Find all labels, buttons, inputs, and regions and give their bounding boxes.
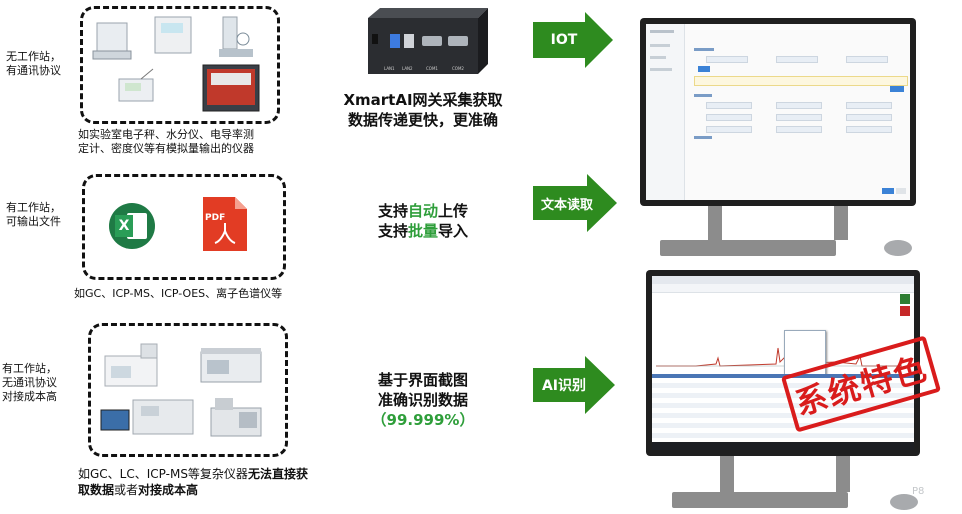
monitor-bottom-screen (652, 276, 914, 450)
row2-middle-line1: 支持自动上传 (318, 201, 528, 221)
chromatogram-plot (656, 335, 902, 367)
arrow-iot-shape (533, 12, 613, 68)
row3-category: 有工作站， 无通讯协议 对接成本高 (2, 362, 57, 404)
row1-middle-line2: 数据传递更快，更准确 (347, 111, 498, 129)
row3-caption-line2: 取数据或者对接成本高 (78, 482, 308, 498)
pdf-icon-label: PDF (205, 213, 226, 223)
row1-middle-text: XmartAI网关采集获取 数据传递更快，更准确 (318, 90, 528, 130)
monitor-top-stand-right (834, 206, 848, 240)
row2-middle-line1-highlight: 自动 (407, 202, 438, 220)
row1-middle-line1: XmartAI网关采集获取 (343, 91, 503, 109)
arrow-text-read-shape (533, 174, 617, 232)
row3-middle-percent: （99.999%） (371, 411, 475, 429)
row3-caption: 如GC、LC、ICP-MS等复杂仪器无法直接获 取数据或者对接成本高 (78, 466, 308, 498)
monitor-bottom-stand (720, 456, 734, 492)
arrow-iot-label: IOT (550, 32, 578, 48)
monitor-top-stand (708, 206, 722, 240)
monitor-bottom-base (672, 492, 848, 508)
pdf-icon: PDF (203, 197, 247, 251)
row3-category-line3: 对接成本高 (2, 390, 57, 403)
arrow-ai-recognize: AI识别 (533, 356, 615, 414)
arrow-iot: IOT (533, 12, 613, 68)
row3-category-line2: 无通讯协议 (2, 376, 57, 389)
row2-middle-text: 支持自动上传 支持批量导入 (318, 201, 528, 241)
row3-middle-text: 基于界面截图 准确识别数据 （99.999%） (318, 370, 528, 430)
monitor-bottom-stand-right (836, 456, 850, 492)
row2-middle-line2-suffix: 导入 (438, 222, 469, 240)
monitor-top-screen (646, 24, 910, 200)
row2-caption: 如GC、ICP-MS、ICP-OES、离子色谱仪等 (74, 287, 283, 300)
row1-category-line1: 无工作站， (6, 50, 61, 63)
row3-category-line1: 有工作站， (2, 362, 57, 375)
row2-file-box: X PDF (82, 174, 286, 280)
row3-middle-line2: 准确识别数据 (377, 391, 468, 409)
monitor-top (640, 18, 916, 206)
lab-instruments-illustration (92, 16, 260, 112)
mouse-top (884, 240, 912, 256)
gateway-device: LAN1 LAN2 COM1 COM2 (360, 4, 490, 76)
mouse-bottom (890, 494, 918, 510)
gateway-port-label-com2: COM2 (452, 66, 464, 71)
excel-icon: X (109, 203, 155, 249)
excel-icon-letter: X (115, 215, 133, 237)
row1-category-line2: 有通讯协议 (6, 64, 61, 77)
complex-instruments-illustration (100, 343, 262, 437)
gateway-port-label-lan2: LAN2 (402, 66, 413, 71)
page-number: P8 (912, 486, 925, 497)
row2-category-line1: 有工作站， (6, 201, 61, 214)
row3-caption-line2-normal: 或者 (114, 483, 139, 497)
row3-caption-line1-bold: 无法直接获 (247, 467, 308, 481)
row2-middle-line1-prefix: 支持 (377, 202, 408, 220)
row2-category: 有工作站， 可输出文件 (6, 201, 61, 229)
row3-caption-line1: 如GC、LC、ICP-MS等复杂仪器无法直接获 (78, 466, 308, 482)
row1-caption-line1: 如实验室电子秤、水分仪、电导率测 (78, 128, 254, 141)
row2-middle-line2: 支持批量导入 (318, 221, 528, 241)
arrow-ai-recognize-label: AI识别 (541, 378, 587, 394)
row1-instrument-box (80, 6, 280, 124)
gateway-port-label-com1: COM1 (426, 66, 438, 71)
row3-middle-line1: 基于界面截图 (377, 371, 468, 389)
row1-category: 无工作站， 有通讯协议 (6, 50, 61, 78)
row2-category-line2: 可输出文件 (6, 215, 61, 228)
row2-middle-line2-prefix: 支持 (377, 222, 408, 240)
arrow-text-read: 文本读取 (533, 174, 617, 232)
row2-middle-line1-suffix: 上传 (438, 202, 469, 220)
row3-caption-line2-bold2: 对接成本高 (138, 483, 199, 497)
row2-middle-line2-highlight: 批量 (407, 222, 438, 240)
gateway-box-illustration (368, 8, 488, 74)
gateway-port-label-lan1: LAN1 (384, 66, 395, 71)
row1-caption: 如实验室电子秤、水分仪、电导率测 定计、密度仪等有模拟量输出的仪器 (78, 128, 254, 156)
arrow-ai-recognize-shape (533, 356, 615, 414)
row1-caption-line2: 定计、密度仪等有模拟量输出的仪器 (78, 142, 254, 155)
monitor-bottom (646, 270, 920, 456)
arrow-text-read-label: 文本读取 (540, 197, 593, 213)
row3-caption-line1-normal: 如GC、LC、ICP-MS等复杂仪器 (78, 467, 248, 481)
monitor-top-base (660, 240, 836, 256)
row3-caption-line2-bold1: 取数据 (78, 483, 115, 497)
row3-instrument-box (88, 323, 288, 457)
